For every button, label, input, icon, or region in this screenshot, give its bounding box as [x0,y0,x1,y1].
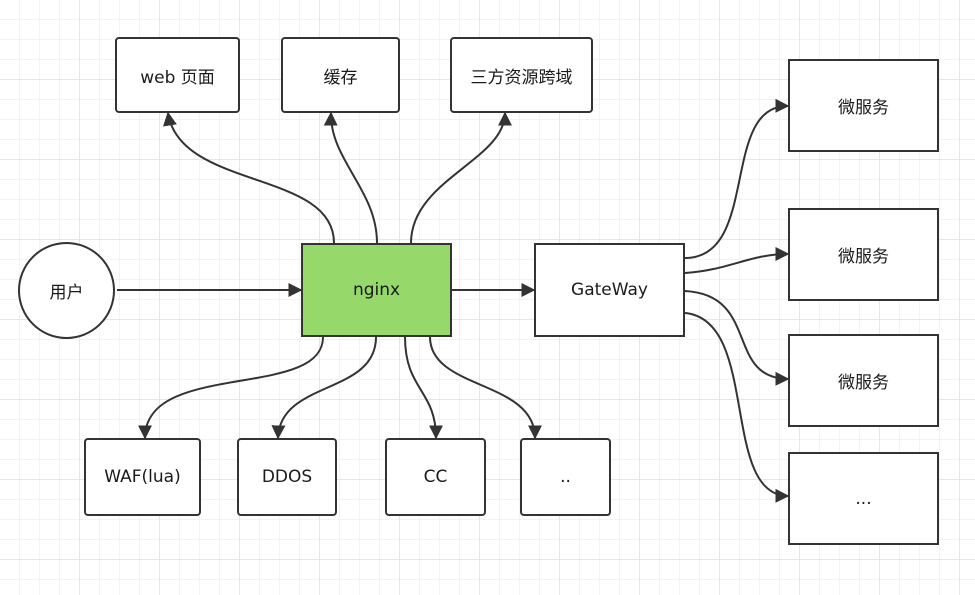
edge-nginx-to-cache [323,111,378,244]
edge-nginx-to-ddos [271,336,377,440]
more-nginx-node: .. [520,438,611,516]
microservice-node-3: 微服务 [788,334,939,427]
microservice-node-2: 微服务 [788,208,939,301]
waf-node: WAF(lua) [84,438,201,516]
edge-gateway-to-ms1 [684,98,790,259]
cc-node: CC [385,438,486,516]
web-page-node: web 页面 [115,37,240,113]
nginx-node: nginx [301,243,452,337]
edge-gateway-to-ms3 [684,290,790,386]
cache-node: 缓存 [281,37,400,113]
gateway-node: GateWay [534,243,685,337]
edge-nginx-to-cc [404,336,443,440]
edge-nginx-to-cors [410,111,512,244]
more-microservices-node: ... [788,452,939,545]
edge-nginx-to-waf [138,336,324,440]
user-node: 用户 [18,242,115,339]
edge-gateway-to-more [684,312,790,503]
edge-gateway-to-ms2 [684,247,790,274]
ddos-node: DDOS [237,438,337,516]
edge-nginx-to-more [429,336,542,440]
cors-node: 三方资源跨域 [450,37,593,113]
edge-nginx-to-web [163,111,335,244]
microservice-node-1: 微服务 [788,59,939,152]
